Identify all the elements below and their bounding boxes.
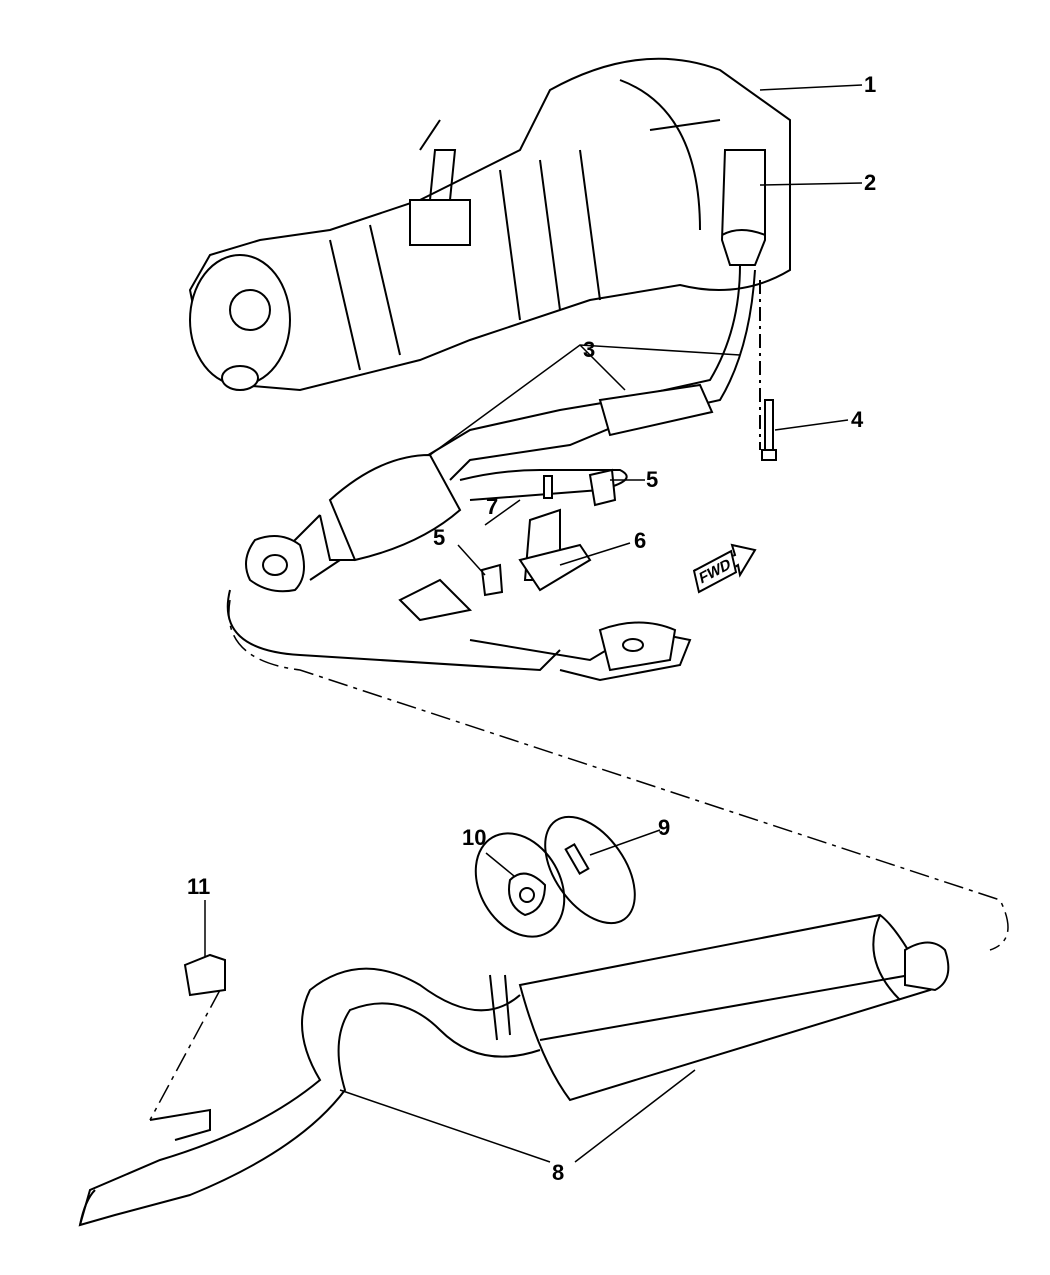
callout-4: 4	[851, 407, 864, 432]
callout-1: 1	[864, 72, 877, 97]
callout-8: 8	[552, 1160, 565, 1185]
callout-9: 9	[658, 815, 671, 840]
callout-5-lower: 5	[433, 525, 446, 550]
callout-6: 6	[634, 528, 647, 553]
callout-7: 7	[486, 494, 499, 519]
callout-10: 10	[462, 825, 487, 850]
muffler-tailpipe	[78, 913, 950, 1227]
callout-3: 3	[583, 337, 596, 362]
front-exhaust-pipe-converter	[245, 149, 777, 593]
callout-2: 2	[864, 170, 877, 195]
small-parts	[183, 815, 636, 997]
callout-5-upper: 5	[646, 467, 659, 492]
hangers-brackets	[226, 468, 692, 682]
transmission	[188, 57, 791, 392]
callout-11: 11	[187, 874, 211, 899]
